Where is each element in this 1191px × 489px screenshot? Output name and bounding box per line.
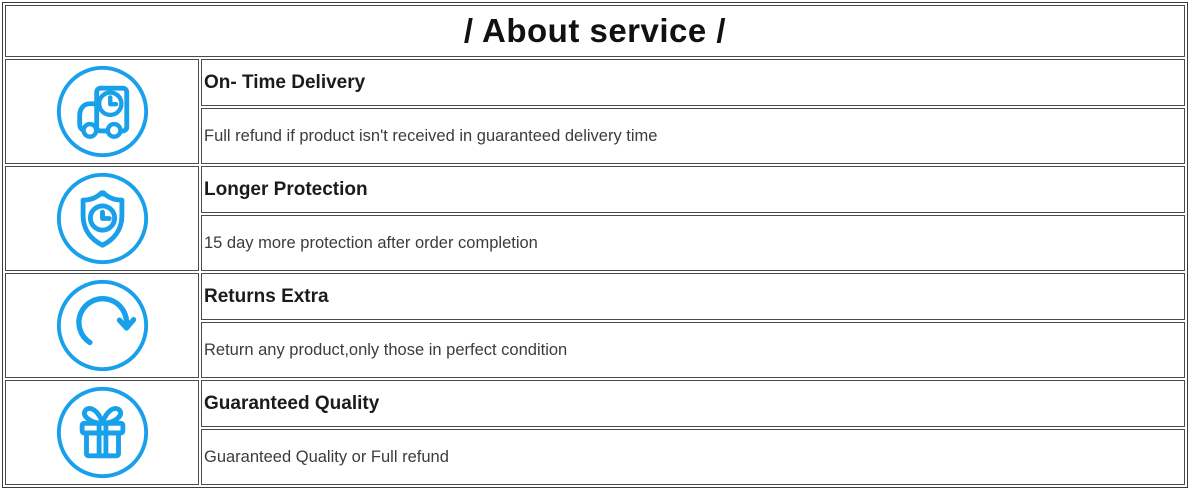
- service-title: On- Time Delivery: [201, 59, 1185, 107]
- truck-clock-icon: [56, 65, 148, 158]
- service-row: Guaranteed Quality: [5, 380, 1185, 485]
- service-description: Return any product,only those in perfect…: [201, 322, 1185, 378]
- service-row: Return any product,only those in perfect…: [5, 322, 1185, 378]
- return-arrow-icon: [56, 279, 148, 372]
- service-row: Longer Protection: [5, 166, 1185, 271]
- header-row: / About service /: [5, 5, 1185, 57]
- service-row: Returns Extra: [5, 273, 1185, 378]
- service-title: Longer Protection: [201, 166, 1185, 214]
- service-row: Full refund if product isn't received in…: [5, 108, 1185, 164]
- service-row: On- Time Delivery: [5, 59, 1185, 164]
- service-icon-cell: [5, 273, 199, 378]
- service-icon-cell: [5, 59, 199, 164]
- service-description: Guaranteed Quality or Full refund: [201, 429, 1185, 485]
- section-title: / About service /: [5, 5, 1185, 57]
- service-icon-cell: [5, 380, 199, 485]
- service-title: Guaranteed Quality: [201, 380, 1185, 428]
- shield-clock-icon: [56, 172, 148, 265]
- service-row: 15 day more protection after order compl…: [5, 215, 1185, 271]
- service-row: Guaranteed Quality or Full refund: [5, 429, 1185, 485]
- service-description: 15 day more protection after order compl…: [201, 215, 1185, 271]
- service-title: Returns Extra: [201, 273, 1185, 321]
- service-description: Full refund if product isn't received in…: [201, 108, 1185, 164]
- service-icon-cell: [5, 166, 199, 271]
- gift-icon: [56, 386, 148, 479]
